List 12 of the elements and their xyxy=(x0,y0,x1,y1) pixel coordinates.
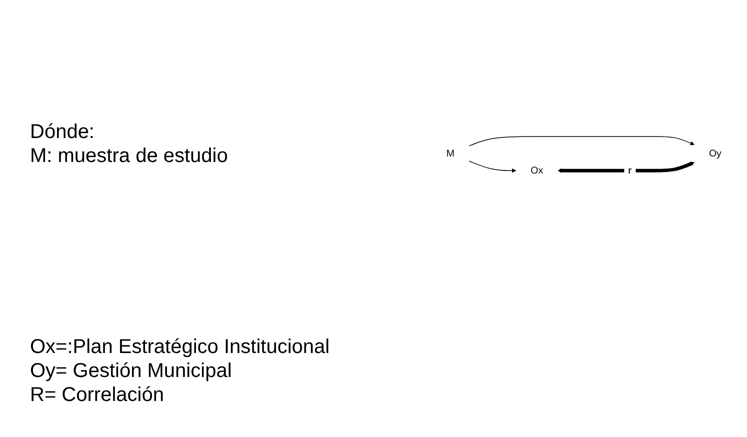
legend-text: Oy= Gestión Municipal xyxy=(30,359,232,383)
legend-text: Ox=:Plan Estratégico Institucional xyxy=(30,335,330,359)
arrow xyxy=(468,160,516,173)
node-text: Ox xyxy=(530,165,544,176)
arrow xyxy=(468,136,695,146)
legend-text: R= Correlación xyxy=(30,383,164,407)
legend-text: M: muestra de estudio xyxy=(30,144,228,168)
heading-text: Dónde: xyxy=(30,120,94,144)
node-text: Oy xyxy=(708,148,722,159)
node-text: M xyxy=(446,148,455,159)
edge-label: r xyxy=(628,165,632,176)
arrow xyxy=(558,161,695,173)
